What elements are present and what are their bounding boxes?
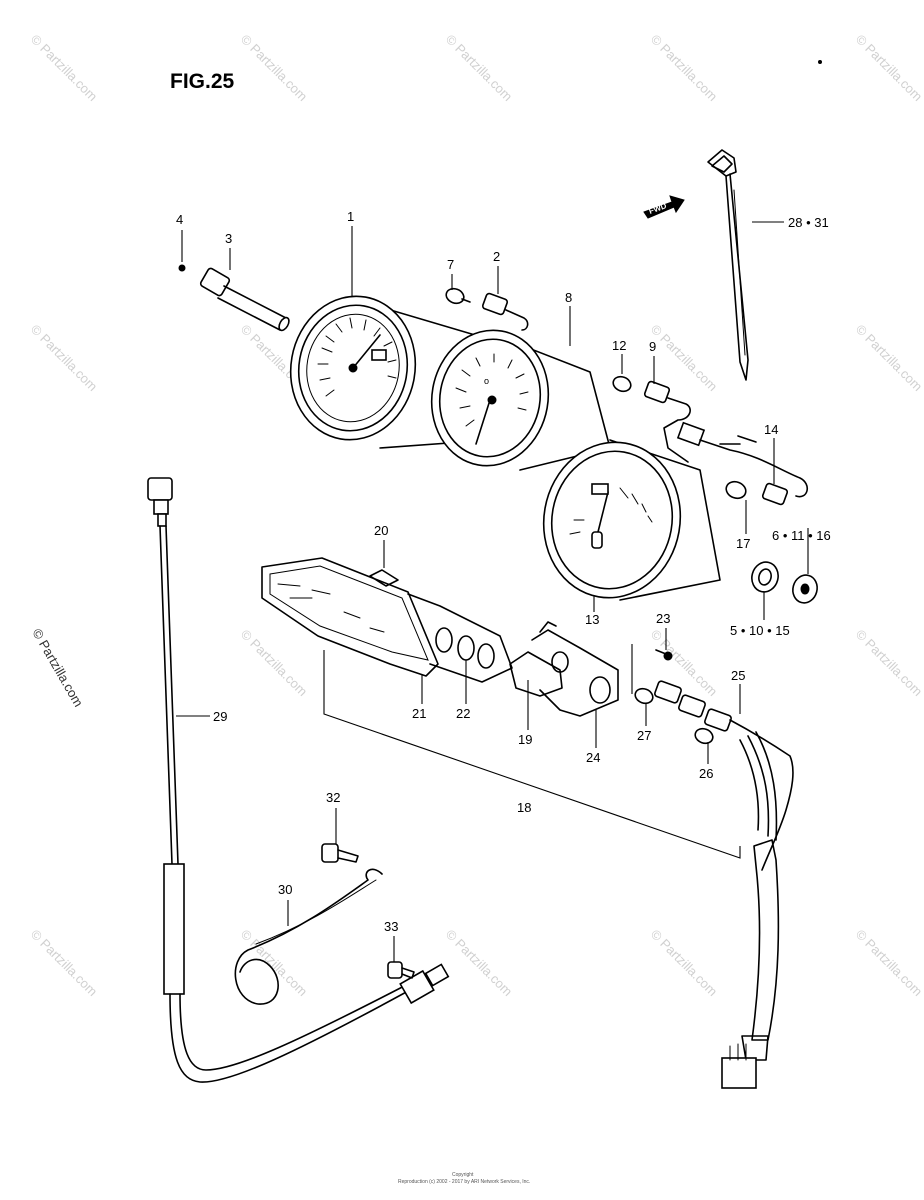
wire-harness-part [634,680,794,1089]
callout-29: 29 [213,709,227,724]
watermark: © Partzilla.com [28,322,101,395]
cable-tie-part [707,149,749,381]
callout-6-11-16: 6 • 11 • 16 [772,528,831,543]
callout-3: 3 [225,231,232,246]
callout-1: 1 [347,209,354,224]
grommet-part [751,561,818,604]
callout-17: 17 [736,536,750,551]
callout-33: 33 [384,919,398,934]
socket-housing-part [509,621,619,717]
watermark: © Partzilla.com [648,32,721,105]
speedometer-gauge [289,295,491,449]
callout-7: 7 [447,257,454,272]
callout-14: 14 [764,422,778,437]
screw-part [655,649,673,661]
indicator-panel-part [261,557,513,683]
speck [818,60,822,64]
watermark: © Partzilla.com [648,927,721,1000]
callout-9: 9 [649,339,656,354]
watermark: © Partzilla.com [238,627,311,700]
watermark: © Partzilla.com [443,32,516,105]
callout-27: 27 [637,728,651,743]
cable-clamp-part [234,868,383,1005]
callout-32: 32 [326,790,340,805]
callout-21: 21 [412,706,426,721]
callout-25: 25 [731,668,745,683]
watermark: © Partzilla.com [28,32,101,105]
callout-4: 4 [176,212,183,227]
watermark: © Partzilla.com [853,927,924,1000]
callout-labels: 4 3 1 7 2 8 12 9 28 • 31 14 17 6 • 11 • … [176,209,831,934]
forward-arrow-icon: FWD [643,195,685,219]
cable-end-part [178,264,290,332]
bolt-part [387,961,415,979]
callout-20: 20 [374,523,388,538]
callout-19: 19 [518,732,532,747]
temperature-gauge [542,439,721,601]
callout-18: 18 [517,800,531,815]
watermark: © Partzilla.com [443,927,516,1000]
callout-24: 24 [586,750,600,765]
tachometer-gauge: o [430,329,611,471]
bulb-socket-part [612,375,808,506]
watermark: © Partzilla.com [238,927,311,1000]
gauge-mark: o [484,376,489,386]
indicator-bulb-part [445,287,529,331]
watermark: © Partzilla.com [853,322,924,395]
watermark: © Partzilla.com [853,32,924,105]
callout-2: 2 [493,249,500,264]
figure-title: FIG.25 [170,70,235,93]
watermark: © Partzilla.com [648,322,721,395]
callout-26: 26 [699,766,713,781]
side-watermark: © Partzilla.com [29,626,86,709]
watermark: © Partzilla.com [28,927,101,1000]
callout-22: 22 [456,706,470,721]
leader-lines [176,221,809,962]
footer-reproduction: Reproduction (c) 2002 - 2017 by ARI Netw… [398,1179,530,1185]
callout-13: 13 [585,612,599,627]
callout-8: 8 [565,290,572,305]
meter-cable-part [147,477,450,1083]
watermark: © Partzilla.com [238,32,311,105]
footer-copyright: Copyright [452,1172,474,1178]
callout-23: 23 [656,611,670,626]
callout-5-10-15: 5 • 10 • 15 [730,623,790,638]
callout-30: 30 [278,882,292,897]
bolt-part [321,843,359,863]
callout-12: 12 [612,338,626,353]
watermark: © Partzilla.com [853,627,924,700]
callout-28-31: 28 • 31 [788,215,829,230]
assembly-bracket [323,650,741,859]
